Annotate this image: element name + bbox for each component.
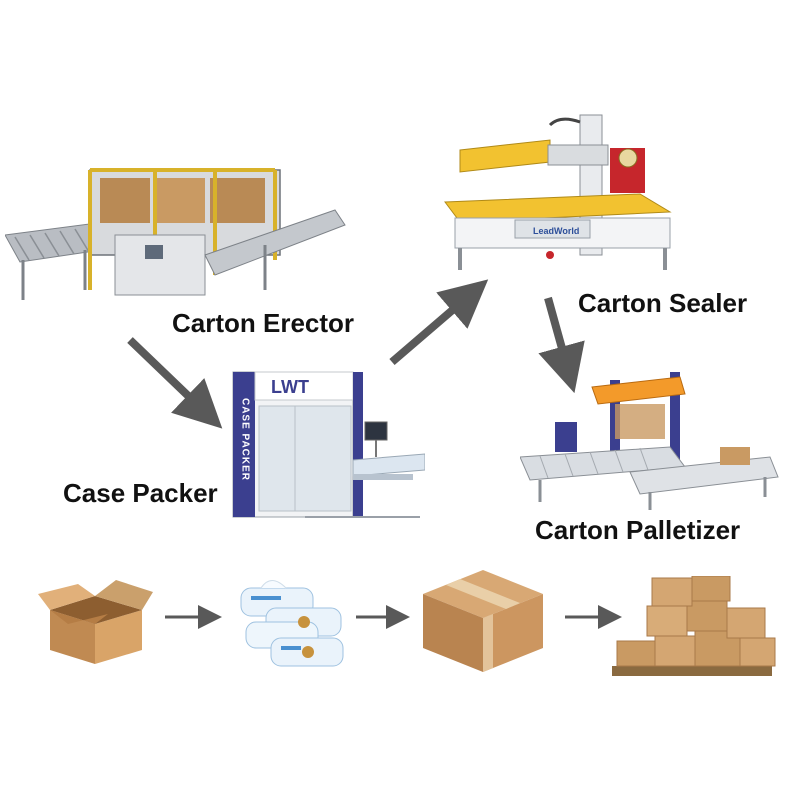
case-packer-label: Case Packer <box>63 478 218 508</box>
carton-erector-label: Carton Erector <box>172 308 355 338</box>
case-packer-illustration <box>232 371 425 518</box>
case-packer-panel-text: CASE PACKER <box>239 397 251 482</box>
carton-sealer-machine: LeadWorld <box>440 110 685 275</box>
arrow-erector-to-packer <box>127 337 223 429</box>
sealed-carton-icon <box>418 562 548 674</box>
arrow-packer-to-sealer <box>389 279 489 366</box>
carton-sealer-label: Carton Sealer <box>578 288 748 318</box>
carton-sealer-logo: LeadWorld <box>533 226 580 236</box>
carton-erector-illustration <box>5 168 346 300</box>
carton-erector-machine <box>5 150 350 310</box>
case-packer-machine: LWT CASE PACKER <box>225 362 425 522</box>
carton-palletizer-machine <box>520 362 780 512</box>
arrow-sealer-to-palletizer <box>538 296 585 394</box>
carton-palletizer-label: Carton Palletizer <box>535 515 741 545</box>
case-packer-logo: LWT <box>271 377 309 397</box>
wet-wipe-packs-icon <box>236 570 346 670</box>
empty-open-box-icon <box>38 572 153 667</box>
palletized-cartons-icon <box>612 576 778 680</box>
carton-palletizer-illustration <box>520 372 779 510</box>
carton-sealer-illustration <box>444 114 672 270</box>
